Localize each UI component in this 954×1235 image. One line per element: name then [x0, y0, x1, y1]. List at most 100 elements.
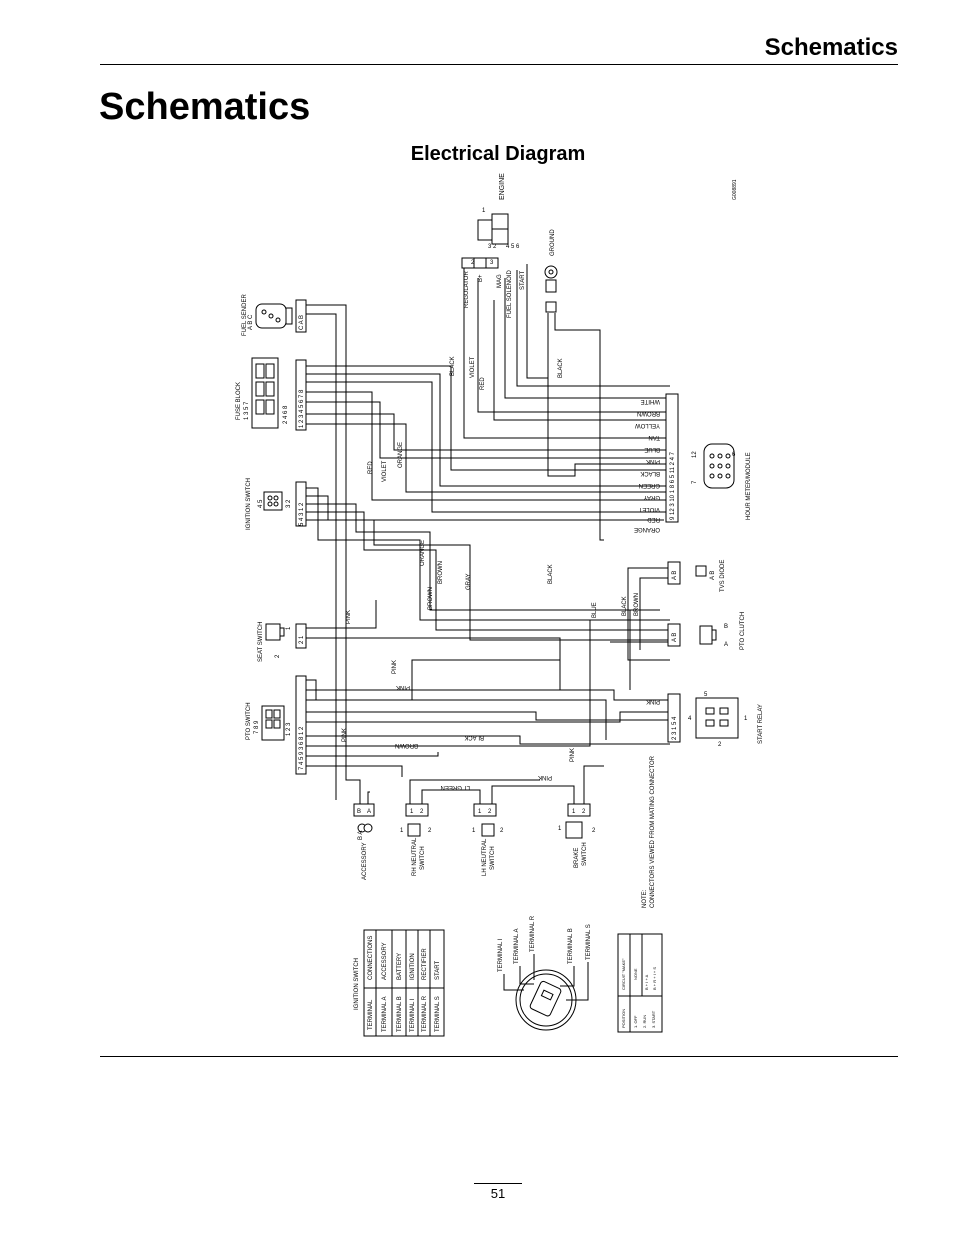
svg-text:VIOLET: VIOLET	[638, 506, 660, 512]
svg-text:SWITCH: SWITCH	[582, 842, 588, 866]
svg-text:ORANGE: ORANGE	[634, 526, 660, 532]
svg-text:2 3 1 5 4: 2 3 1 5 4	[672, 716, 678, 740]
svg-text:4 5 6: 4 5 6	[506, 244, 520, 250]
svg-text:1: 1	[286, 626, 292, 630]
svg-text:12: 12	[692, 451, 698, 458]
svg-text:2: 2	[471, 260, 475, 266]
fuse-block-label: FUSE BLOCK	[236, 382, 242, 420]
svg-text:SWITCH: SWITCH	[420, 846, 426, 870]
svg-text:C A B: C A B	[299, 315, 305, 330]
page-title: Schematics	[99, 86, 311, 128]
svg-text:PINK: PINK	[342, 728, 348, 742]
svg-text:CONNECTORS VIEWED FROM MATING: CONNECTORS VIEWED FROM MATING CONNECTOR	[650, 755, 656, 908]
svg-text:2. RUN: 2. RUN	[642, 1015, 647, 1028]
svg-text:LT GREEN: LT GREEN	[441, 784, 470, 790]
svg-text:YELLOW: YELLOW	[635, 422, 660, 428]
footer-rule	[100, 1056, 898, 1057]
svg-text:MAG: MAG	[497, 274, 503, 288]
page-number: 51	[490, 1186, 506, 1201]
svg-text:2: 2	[718, 742, 722, 748]
svg-text:BLUE: BLUE	[592, 602, 598, 618]
start-relay: 2 3 1 5 4 5 4 1 2 START RELAY	[667, 692, 764, 748]
svg-text:REGULATOR: REGULATOR	[464, 271, 470, 308]
svg-text:PINK: PINK	[646, 458, 660, 464]
pto-switch-label: PTO SWITCH	[246, 702, 252, 740]
ignition-switch-label: IGNITION SWITCH	[246, 478, 252, 530]
svg-text:9 12 3 10 1 8 6 5 11 2 4 7: 9 12 3 10 1 8 6 5 11 2 4 7	[670, 451, 676, 520]
svg-text:1: 1	[744, 716, 748, 722]
engine-connector: ENGINE 1 3 2 4 5 6 2 3	[461, 173, 520, 269]
svg-text:A B C: A B C	[248, 314, 254, 330]
accessory-label: ACCESSORY	[362, 842, 368, 880]
wire-color-labels: BLACK VIOLET RED BLACK RED VIOLET ORANGE…	[342, 356, 660, 790]
svg-text:2 4 6 8: 2 4 6 8	[283, 405, 289, 424]
svg-text:TERMINAL A: TERMINAL A	[382, 997, 388, 1032]
svg-text:3. START: 3. START	[651, 1010, 656, 1028]
svg-text:NOTE:: NOTE:	[642, 889, 648, 908]
ground-terminal: GROUND	[544, 229, 558, 313]
svg-text:1. OFF: 1. OFF	[633, 1015, 638, 1028]
svg-text:START: START	[520, 271, 526, 290]
svg-text:3 2: 3 2	[488, 244, 497, 250]
svg-text:BROWN: BROWN	[395, 742, 418, 748]
svg-text:1 3 5 7: 1 3 5 7	[244, 401, 250, 420]
svg-text:RED: RED	[368, 461, 374, 474]
svg-text:NONE: NONE	[633, 968, 638, 980]
svg-text:GRAY: GRAY	[466, 573, 472, 590]
svg-text:PINK: PINK	[392, 660, 398, 674]
svg-text:TERMINAL A: TERMINAL A	[514, 929, 520, 964]
svg-text:A B: A B	[710, 571, 716, 580]
pto-clutch: A B B A PTO CLUTCH	[667, 612, 746, 650]
svg-text:2: 2	[592, 828, 596, 834]
svg-text:B + R + I + S: B + R + I + S	[652, 967, 657, 990]
svg-text:WHITE: WHITE	[641, 398, 660, 404]
seat-switch-label: SEAT SWITCH	[258, 622, 264, 662]
fuel-sender: FUEL SENDER A B C C A B	[242, 294, 307, 336]
svg-text:2: 2	[428, 828, 432, 834]
svg-text:BLACK: BLACK	[450, 356, 456, 376]
svg-text:POSITION: POSITION	[621, 1009, 626, 1028]
tvs-diode: A B A B TVS DIODE	[667, 560, 726, 592]
svg-text:2: 2	[582, 809, 586, 815]
svg-text:7 8 9: 7 8 9	[254, 720, 260, 734]
header-rule	[100, 64, 898, 65]
svg-text:1: 1	[472, 828, 476, 834]
ground-label: GROUND	[550, 229, 556, 256]
connector-note: NOTE: CONNECTORS VIEWED FROM MATING CONN…	[642, 755, 656, 908]
ignition-table: IGNITION SWITCH TERMINAL CONNECTIONS TER…	[354, 929, 445, 1037]
pto-switch: PTO SWITCH 7 8 9 1 2 3 7 4 5 9 3 6 8 1 2	[246, 675, 307, 775]
svg-text:RED: RED	[480, 377, 486, 390]
drawing-id: G008891	[732, 179, 738, 200]
header-section-title: Schematics	[764, 34, 898, 61]
svg-text:B: B	[357, 809, 361, 815]
fuel-sender-label: FUEL SENDER	[242, 294, 248, 336]
svg-text:PINK: PINK	[538, 774, 552, 780]
svg-text:VIOLET: VIOLET	[470, 356, 476, 378]
svg-text:VIOLET: VIOLET	[382, 460, 388, 482]
svg-text:A: A	[367, 809, 371, 815]
svg-text:2: 2	[275, 654, 281, 658]
svg-text:1 2 3: 1 2 3	[286, 722, 292, 736]
tvs-diode-label: TVS DIODE	[720, 560, 726, 592]
hour-meter-wire-labels: WHITE BROWN YELLOW TAN BLUE PINK BLACK G…	[634, 398, 660, 532]
svg-text:START: START	[435, 961, 441, 980]
svg-text:BLACK: BLACK	[464, 734, 484, 740]
svg-text:BROWN: BROWN	[438, 561, 444, 584]
seat-switch: SEAT SWITCH 2 1 2 1	[258, 622, 307, 662]
svg-text:BLACK: BLACK	[548, 564, 554, 584]
hour-meter-label: HOUR METER/MODULE	[746, 452, 752, 520]
svg-text:7: 7	[692, 480, 698, 484]
svg-text:RECTIFIER: RECTIFIER	[422, 948, 428, 980]
svg-text:TERMINAL B: TERMINAL B	[568, 928, 574, 964]
svg-text:1: 1	[400, 828, 404, 834]
svg-text:6: 6	[732, 452, 736, 458]
svg-text:5 4 3 1 2: 5 4 3 1 2	[299, 502, 305, 526]
key-switch-terminals: TERMINAL I TERMINAL A TERMINAL R TERMINA…	[498, 915, 592, 1031]
svg-text:ORANGE: ORANGE	[398, 442, 404, 468]
start-relay-label: START RELAY	[758, 704, 764, 744]
svg-text:1: 1	[478, 809, 482, 815]
svg-text:PINK: PINK	[346, 610, 352, 624]
